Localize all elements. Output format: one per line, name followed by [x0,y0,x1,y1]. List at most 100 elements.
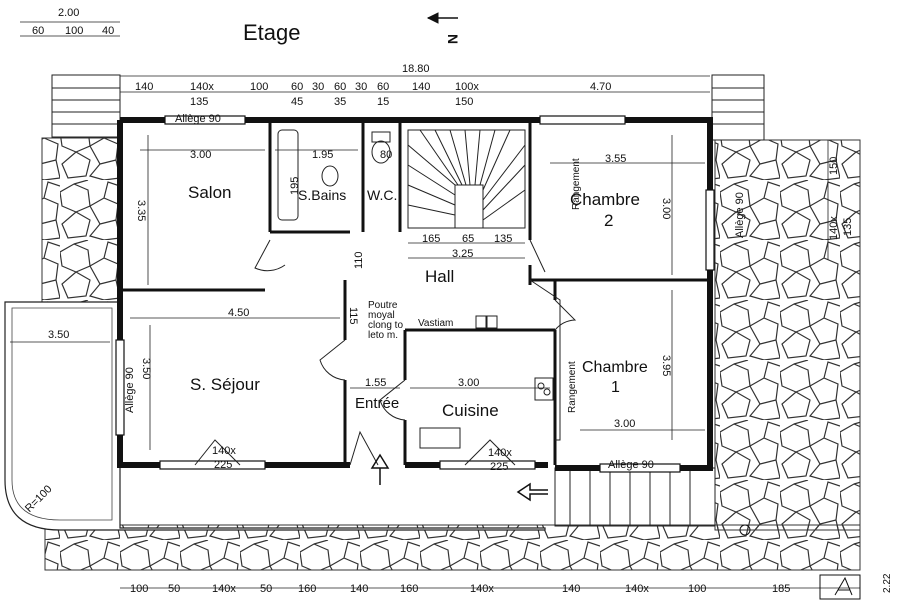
top-dim-8: 60 [377,81,389,93]
dim-win-cuisine-a: 140x [488,447,512,459]
exterior-walls [117,117,713,471]
room-chambre2-b: 2 [604,211,613,230]
door-swings [194,239,577,466]
dim-win-sejour-a: 140x [212,445,236,457]
poutre-line-2: moyal [368,310,395,321]
top-dim-7: 30 [355,81,367,93]
dim-entree-w: 1.55 [365,377,386,389]
room-salon: Salon [188,183,231,202]
north-arrow-icon [426,12,458,24]
dim-salon-w: 3.00 [190,149,211,161]
dim-stair-total: 3.25 [452,248,473,260]
top-left-part-3: 40 [102,25,114,37]
dim-terrace: 3.50 [48,329,69,341]
dim-win-sejour-b: 225 [214,459,232,471]
staircase [407,129,526,229]
dim-stair-a: 165 [422,233,440,245]
bottom-dim-8: 140x [470,583,494,595]
room-chambre1-b: 1 [611,379,620,396]
bottom-dim-7: 160 [400,583,418,595]
interior-walls [120,120,710,465]
room-chambre2-a: Chambre [570,190,640,209]
room-hall: Hall [425,267,454,286]
top-dim-5: 30 [312,81,324,93]
bottom-dim-4: 50 [260,583,272,595]
dim-salon-h: 3.35 [135,200,147,221]
top-dim-3: 100 [250,81,268,93]
room-bains: S.Bains [298,187,346,203]
top-dim-4: 60 [291,81,303,93]
right-dim-1: 150 [828,157,840,175]
top-dim-11: 4.70 [590,81,611,93]
bottom-dim-10: 140x [625,583,649,595]
poutre-line-4: leto m. [368,330,398,341]
right-dim-3: 135 [842,218,854,236]
dim-hall-h: 110 [353,251,365,269]
dim-hall-small: 115 [347,307,359,325]
outer-steps-right [711,74,765,141]
top-dim-9: 140 [412,81,430,93]
top-left-part-2: 100 [65,25,83,37]
dim-ch1-w: 3.00 [614,418,635,430]
dim-ch2-w: 3.55 [605,153,626,165]
top-dim-10: 100x [455,81,479,93]
north-label: N [445,34,461,44]
poutre-line-3: clong to [368,320,403,331]
stone-paving-left [41,137,121,304]
top-dim-row2-4: 15 [377,96,389,108]
top-dim-2: 140x [190,81,214,93]
dim-bains-w: 1.95 [312,149,333,161]
outer-steps-bottom [554,467,716,527]
top-dim-row2-2: 45 [291,96,303,108]
room-entree: Entrée [355,395,399,412]
top-left-part-1: 60 [32,25,44,37]
plan-title: Etage [243,20,301,45]
rangement-2: Rangement [567,361,578,413]
bottom-dim-11: 100 [688,583,706,595]
room-cuisine: Cuisine [442,401,499,420]
dimension-lines [10,21,860,589]
right-dim-2: 140x [828,216,840,240]
dim-ch2-h: 3.00 [660,198,672,219]
dim-stair-c: 135 [494,233,512,245]
poutre-line-1: Poutre [368,300,398,311]
bottom-dim-2: 50 [168,583,180,595]
bottom-dim-9: 140 [562,583,580,595]
corner-label: 2.22 [882,573,893,593]
room-sejour: S. Séjour [190,375,260,394]
stone-paving-bottom [44,524,861,571]
bottom-dim-6: 140 [350,583,368,595]
total-width: 18.80 [402,63,430,75]
dim-bains-h: 195 [289,177,301,195]
bottom-dim-12: 185 [772,583,790,595]
dim-ch1-h: 3.95 [660,355,672,376]
kitchen-fixtures [419,279,561,449]
top-left-total: 2.00 [58,7,79,19]
bottom-dim-1: 100 [130,583,148,595]
dim-stair-b: 65 [462,233,474,245]
dim-cuisine-w: 3.00 [458,377,479,389]
dim-sejour-h: 3.50 [140,358,152,379]
outer-steps-left [51,74,121,138]
allege-left: Allège 90 [124,367,136,413]
stone-paving-right [714,139,861,531]
allege-bottom: Allège 90 [608,459,654,471]
room-wc: W.C. [367,187,397,203]
room-chambre1-a: Chambre [582,359,648,376]
top-dim-row2-3: 35 [334,96,346,108]
top-dim-row2-1: 135 [190,96,208,108]
room-vastiam: Vastiam [418,318,453,329]
windows [115,115,715,473]
allege-right: Allège 90 [734,192,746,238]
terrace-outline [4,301,546,531]
terrace-inner [11,307,113,521]
bottom-dim-5: 160 [298,583,316,595]
entrance-arrow [370,453,548,502]
bathroom-fixtures [277,129,391,221]
rangement-1: Rangement [571,158,582,210]
dim-wc-w: 80 [380,149,392,161]
dim-win-cuisine-b: 225 [490,461,508,473]
allege-top: Allège 90 [175,113,221,125]
dim-sejour-w: 4.50 [228,307,249,319]
